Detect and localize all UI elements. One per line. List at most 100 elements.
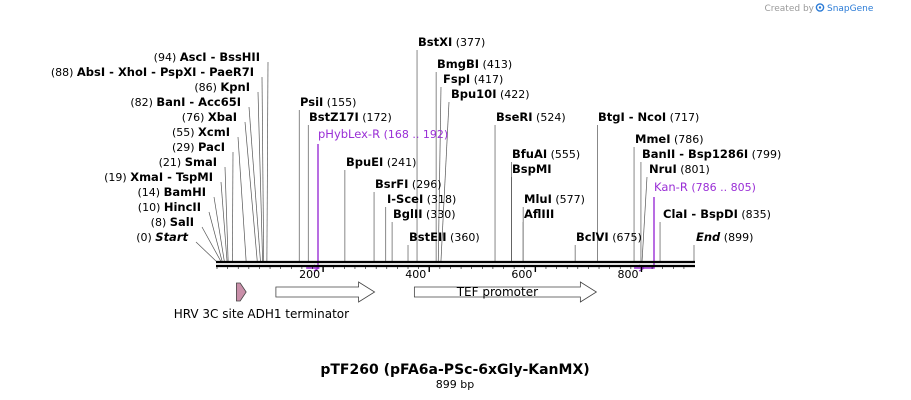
site-bsrfi: BsrFI (296) [375, 177, 442, 191]
site-name: SmaI [185, 155, 217, 169]
site-name: KpnI [220, 80, 250, 94]
site-connector [437, 86, 442, 263]
site-label: FspI (417) [443, 72, 503, 86]
site-label: Bpu10I (422) [451, 87, 530, 101]
site-name: PacI [198, 140, 225, 154]
site-connector [237, 136, 247, 263]
site-position: (413) [479, 58, 512, 71]
site-position: (296) [408, 178, 441, 191]
site-name: XmaI - TspMI [130, 170, 213, 184]
site-xmai-tspmi: (19) XmaI - TspMI [104, 170, 213, 184]
site-connector [248, 106, 261, 263]
site-afliii: AflIII [524, 207, 554, 221]
site-nrui: NruI (801) [649, 162, 710, 176]
site-label: BspMI [512, 162, 552, 176]
site-name: BspMI [512, 162, 552, 176]
site-bstxi: BstXI (377) [418, 35, 485, 49]
site-bglii: BglII (330) [393, 207, 456, 221]
site-label: (14) BamHI [138, 185, 207, 199]
feature-arrow [413, 281, 598, 303]
site-paci: (29) PacI [172, 140, 225, 154]
site-bsteii: BstEII (360) [409, 230, 480, 244]
site-clai-bspdi: ClaI - BspDI (835) [663, 207, 771, 221]
site-position: (155) [323, 96, 356, 109]
site-label: (29) PacI [172, 140, 225, 154]
snapgene-brand: SnapGene [827, 4, 874, 14]
site-hincii: (10) HincII [138, 200, 201, 214]
site-label: BpuEI (241) [346, 155, 416, 169]
site-connector [244, 121, 258, 263]
site-sali: (8) SalI [151, 215, 194, 229]
site-label: AflIII [524, 207, 554, 221]
site-label: (55) XcmI [172, 125, 230, 139]
site-name: BpuEI [346, 155, 383, 169]
site-label: (21) SmaI [159, 155, 217, 169]
site-label: (76) XbaI [182, 110, 237, 124]
site-name: BstXI [418, 35, 452, 49]
site-name: AbsI - XhoI - PspXI - PaeR7I [77, 65, 254, 79]
primer-range: (168 .. 192) [380, 128, 448, 141]
site-bfuai: BfuAI (555) [512, 147, 580, 161]
site-label: (10) HincII [138, 200, 201, 214]
site-label: BsrFI (296) [375, 177, 442, 191]
site-position: (360) [447, 231, 480, 244]
site-name: XbaI [208, 110, 237, 124]
site-bani-acc65i: (82) BanI - Acc65I [130, 95, 241, 109]
site-bspmi: BspMI [512, 162, 552, 176]
primer-label: pHybLex-R (168 .. 192) [318, 127, 448, 141]
site-label: PsiI (155) [300, 95, 356, 109]
site-position: (318) [423, 193, 456, 206]
site-label: BstZ17I (172) [309, 110, 392, 124]
site-name: BfuAI [512, 147, 547, 161]
site-label: BclVI (675) [576, 230, 642, 244]
site-position: (417) [470, 73, 503, 86]
site-end: End (899) [696, 230, 753, 244]
scale-label: 400 [405, 268, 426, 281]
snapgene-credit: Created by [764, 4, 814, 14]
site-position: (88) [51, 66, 77, 79]
site-name: BseRI [496, 110, 533, 124]
site-connector [261, 76, 265, 263]
feature-label: ADH1 terminator [247, 307, 349, 321]
site-connector [220, 181, 228, 263]
site-label: (88) AbsI - XhoI - PspXI - PaeR7I [51, 65, 254, 79]
site-position: (555) [547, 148, 580, 161]
site-name: BanI - Acc65I [156, 95, 241, 109]
site-psii: PsiI (155) [300, 95, 356, 109]
site-position: (422) [496, 88, 529, 101]
site-connector [257, 91, 263, 263]
site-connector [440, 101, 450, 263]
site-name: BstZ17I [309, 110, 359, 124]
site-asci-bsshii: (94) AscI - BssHII [154, 50, 260, 64]
primer-name: pHybLex-R [318, 127, 380, 141]
site-label: BtgI - NcoI (717) [598, 110, 699, 124]
site-bclvi: BclVI (675) [576, 230, 642, 244]
site-bamhi: (14) BamHI [138, 185, 207, 199]
feature-label: HRV 3C site [174, 307, 244, 321]
site-name: HincII [164, 200, 201, 214]
site-btgi-ncoi: BtgI - NcoI (717) [598, 110, 699, 124]
primer-phyblex-r: pHybLex-R (168 .. 192) [306, 127, 448, 272]
site-label: NruI (801) [649, 162, 710, 176]
site-bpuei: BpuEI (241) [346, 155, 416, 169]
site-name: Start [155, 230, 188, 244]
site-position: (524) [533, 111, 566, 124]
site-position: (19) [104, 171, 130, 184]
site-connector [224, 166, 229, 263]
site-name: Bpu10I [451, 87, 496, 101]
feature-tef-promoter: TEF promoter [413, 281, 598, 303]
site-name: BsrFI [375, 177, 408, 191]
site-position: (899) [720, 231, 753, 244]
feature-arrow [236, 282, 247, 302]
scale-label: 800 [617, 268, 638, 281]
site-position: (21) [159, 156, 185, 169]
site-label: BmgBI (413) [437, 57, 512, 71]
primer-kan-r: Kan-R (786 .. 805) [634, 180, 756, 272]
site-xcmi: (55) XcmI [172, 125, 230, 139]
feature-label: TEF promoter [456, 285, 538, 299]
site-name: AscI - BssHII [180, 50, 260, 64]
site-connector [641, 176, 648, 263]
site-name: SalI [170, 215, 194, 229]
site-position: (786) [671, 133, 704, 146]
site-name: BamHI [164, 185, 206, 199]
